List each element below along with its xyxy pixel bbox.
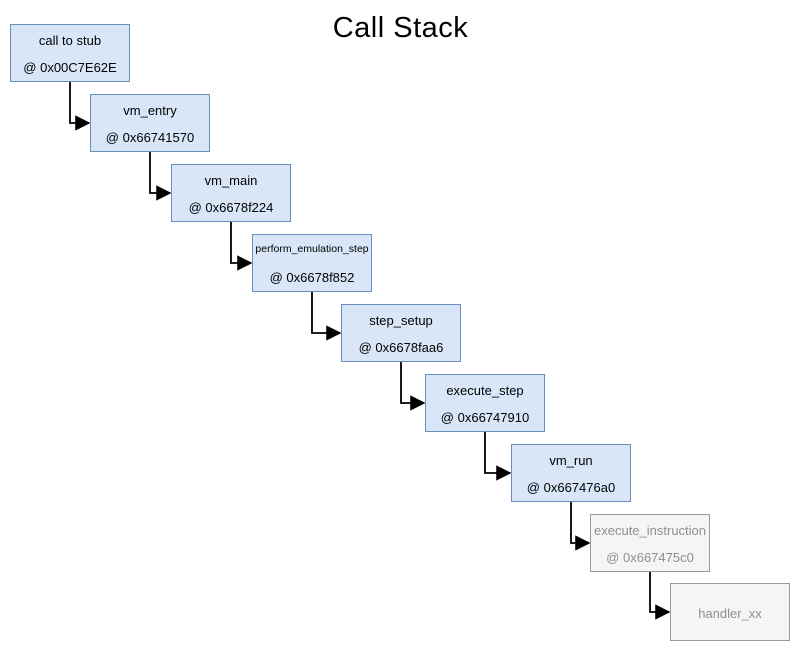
frame-name: vm_entry <box>123 103 177 118</box>
frame-name: step_setup <box>369 313 433 328</box>
stack-frame-call-to-stub: call to stub @ 0x00C7E62E <box>10 24 130 82</box>
stack-frame-perform-emulation-step: perform_emulation_step @ 0x6678f852 <box>252 234 372 292</box>
frame-name: execute_instruction <box>594 523 707 538</box>
frame-name: vm_run <box>549 453 593 468</box>
diagram-title: Call Stack <box>332 12 469 44</box>
frame-name: call to stub <box>38 33 102 48</box>
frame-name: perform_emulation_step <box>255 243 369 255</box>
stack-frame-handler-xx: handler_xx <box>670 583 790 641</box>
connector-arrow <box>69 82 91 131</box>
frame-name: execute_step <box>446 383 524 398</box>
connector-arrow <box>570 502 591 551</box>
connector-arrow <box>400 362 426 411</box>
stack-frame-vm-entry: vm_entry @ 0x66741570 <box>90 94 210 152</box>
stack-frame-execute-step: execute_step @ 0x66747910 <box>425 374 545 432</box>
frame-address: @ 0x6678f224 <box>188 200 274 215</box>
frame-address: @ 0x667475c0 <box>606 550 694 565</box>
connector-arrow <box>230 222 253 271</box>
frame-address: @ 0x6678f852 <box>269 270 355 285</box>
frame-address: @ 0x66741570 <box>105 130 195 145</box>
frame-address: @ 0x66747910 <box>440 410 530 425</box>
frame-name: handler_xx <box>698 605 762 621</box>
frame-name: vm_main <box>204 173 258 188</box>
connector-arrow <box>311 292 342 341</box>
connector-arrow <box>484 432 512 481</box>
connector-arrow <box>649 572 671 620</box>
stack-frame-step-setup: step_setup @ 0x6678faa6 <box>341 304 461 362</box>
stack-frame-execute-instruction: execute_instruction @ 0x667475c0 <box>590 514 710 572</box>
stack-frame-vm-run: vm_run @ 0x667476a0 <box>511 444 631 502</box>
stack-frame-vm-main: vm_main @ 0x6678f224 <box>171 164 291 222</box>
frame-address: @ 0x667476a0 <box>526 480 616 495</box>
frame-address: @ 0x00C7E62E <box>23 60 117 75</box>
connector-arrow <box>149 152 172 201</box>
frame-address: @ 0x6678faa6 <box>358 340 444 355</box>
